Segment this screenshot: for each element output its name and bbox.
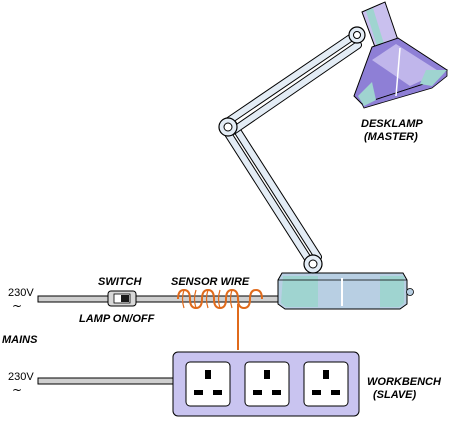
desk-lamp-label: DESKLAMP: [361, 118, 423, 130]
workbench-label: WORKBENCH: [367, 376, 441, 388]
ac-symbol-icon: ~: [12, 383, 23, 397]
mains-cable-top: [37, 295, 285, 303]
mains-label: MAINS: [2, 334, 38, 346]
voltage-label-bottom: 230V: [8, 371, 34, 383]
switch-icon: [107, 290, 137, 307]
socket-icon: [185, 361, 231, 407]
switch-label: SWITCH: [98, 276, 142, 288]
voltage-label-top: 230V: [8, 287, 34, 299]
power-strip-icon: [172, 351, 360, 417]
mains-cable-bottom: [37, 377, 176, 385]
socket-icon: [303, 361, 349, 407]
sensor-coil-icon: [177, 288, 263, 350]
desk-lamp-icon: [218, 1, 448, 310]
sensor-wire-label: SENSOR WIRE: [171, 276, 250, 288]
ac-symbol-icon: ~: [12, 299, 23, 313]
slave-label: (SLAVE): [373, 389, 417, 401]
socket-icon: [244, 361, 290, 407]
lamp-on-off-label: LAMP ON/OFF: [79, 313, 155, 325]
master-label: (MASTER): [364, 131, 418, 143]
